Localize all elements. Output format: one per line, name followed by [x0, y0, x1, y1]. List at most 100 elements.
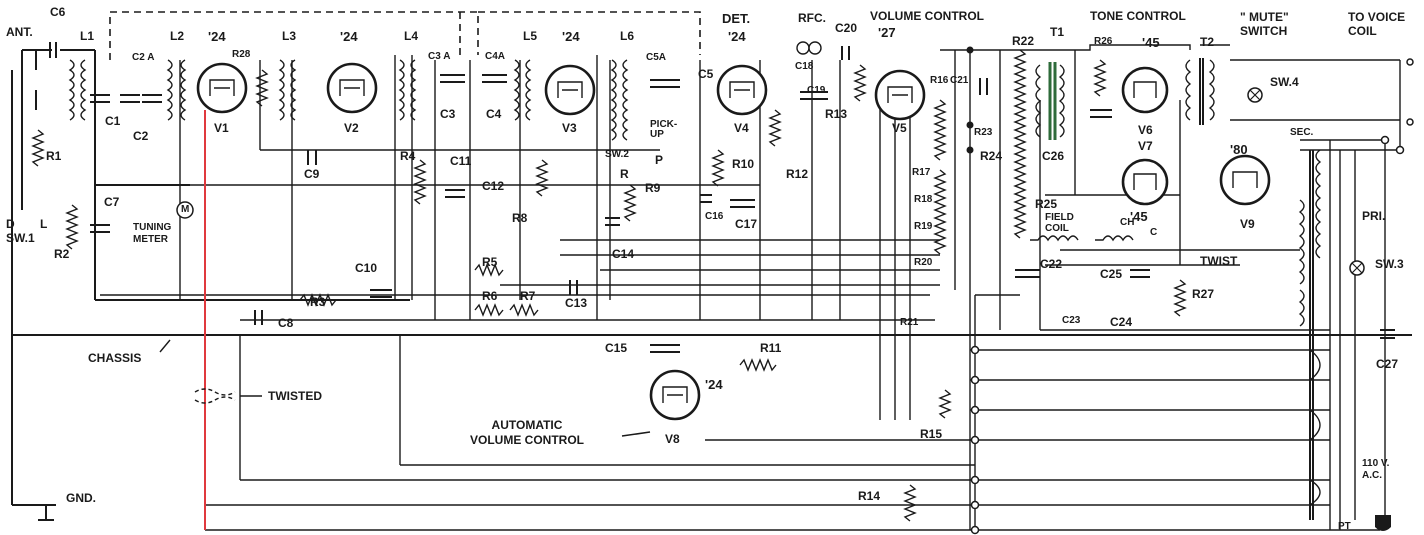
- label-r24: R24: [980, 149, 1003, 163]
- wiring: [11, 11, 1412, 531]
- label-to-voice-coil: TO VOICE COIL: [1348, 10, 1406, 39]
- label-r14: R14: [858, 489, 881, 503]
- label-r10: R10: [732, 157, 755, 171]
- label-c10: C10: [355, 261, 378, 275]
- label-tube-24-a: '24: [208, 29, 226, 44]
- label-v2: V2: [344, 121, 359, 135]
- label-c17: C17: [735, 217, 758, 231]
- label-l2: L2: [170, 29, 185, 43]
- label-sw3: SW.3: [1375, 257, 1404, 271]
- label-l6: L6: [620, 29, 635, 43]
- tube-v7: [1121, 158, 1169, 206]
- label-pickup: PICK- UP: [650, 119, 678, 140]
- label-field-coil: FIELD COIL: [1045, 212, 1074, 234]
- label-sec: SEC.: [1290, 127, 1314, 138]
- label-automatic-volume-control: AUTOMATIC VOLUME CONTROL: [470, 418, 584, 447]
- label-c19: C19: [807, 85, 826, 96]
- pilot-lamp-icon: [1247, 87, 1365, 276]
- label-v3: V3: [562, 121, 577, 135]
- label-r17: R17: [912, 167, 931, 178]
- label-ant: ANT.: [6, 25, 33, 39]
- label-det-24: '24: [728, 29, 746, 44]
- label-sw4: SW.4: [1270, 75, 1299, 89]
- label-tube-24-b: '24: [340, 29, 358, 44]
- label-r7: R7: [520, 289, 536, 303]
- label-twist: TWIST: [1200, 254, 1238, 268]
- transformer-cores: [1048, 58, 1314, 520]
- tubes: [196, 62, 1271, 421]
- coils: [68, 41, 1322, 327]
- label-r1: R1: [46, 149, 62, 163]
- label-c6: C6: [50, 5, 66, 19]
- label-r11: R11: [760, 341, 782, 355]
- label-c7: C7: [104, 195, 120, 209]
- label-r3: R3: [310, 295, 326, 309]
- label-c3a: C3 A: [428, 51, 451, 62]
- label-p: P: [655, 153, 664, 167]
- label-r15: R15: [920, 427, 943, 441]
- label-c27: C27: [1376, 357, 1399, 371]
- label-r2: R2: [54, 247, 70, 261]
- label-v4: V4: [734, 121, 749, 135]
- label-v9: V9: [1240, 217, 1255, 231]
- label-c26: C26: [1042, 149, 1065, 163]
- label-c4: C4: [486, 107, 502, 121]
- label-c12: C12: [482, 179, 505, 193]
- label-v7: V7: [1138, 139, 1153, 153]
- label-r13: R13: [825, 107, 848, 121]
- label-c13: C13: [565, 296, 588, 310]
- label-r23: R23: [974, 127, 993, 138]
- label-r28: R28: [232, 49, 251, 60]
- label-r6: R6: [482, 289, 498, 303]
- label-l1: L1: [80, 29, 95, 43]
- label-pt: PT: [1338, 521, 1351, 532]
- label-v5: V5: [892, 121, 907, 135]
- label-tube-45-b: '45: [1130, 209, 1148, 224]
- label-c9: C9: [304, 167, 320, 181]
- avc-arrow: [621, 431, 651, 437]
- label-c15: C15: [605, 341, 628, 355]
- label-l: L: [40, 217, 48, 231]
- label-110v-ac: 110 V. A.C.: [1362, 458, 1390, 481]
- twisted-pair-symbol: [194, 388, 236, 404]
- label-c20: C20: [835, 21, 858, 35]
- label-sw1: SW.1: [6, 231, 35, 245]
- label-r16: R16: [930, 75, 949, 86]
- label-l5: L5: [523, 29, 538, 43]
- label-l4: L4: [404, 29, 419, 43]
- label-tube-45: '45: [1142, 35, 1160, 50]
- label-r9: R9: [645, 181, 661, 195]
- label-tube-27: '27: [878, 25, 896, 40]
- label-r: R: [620, 167, 629, 181]
- label-tone-control: TONE CONTROL: [1090, 9, 1186, 23]
- label-r18: R18: [914, 194, 933, 205]
- label-c25: C25: [1100, 267, 1123, 281]
- label-sw2: SW.2: [605, 149, 629, 160]
- label-pri: PRI.: [1362, 209, 1386, 223]
- label-c2a: C2 A: [132, 52, 155, 63]
- label-tuning-meter: TUNING METER: [133, 222, 172, 245]
- capacitors: [49, 42, 1395, 353]
- label-rfc: RFC.: [798, 11, 826, 25]
- label-c8: C8: [278, 316, 294, 330]
- label-gnd: GND.: [66, 491, 96, 505]
- label-c22: C22: [1040, 257, 1063, 271]
- label-c1: C1: [105, 114, 121, 128]
- label-c11: C11: [450, 154, 472, 168]
- label-c2: C2: [133, 129, 149, 143]
- label-t1: T1: [1050, 25, 1065, 39]
- label-ch: CH: [1120, 217, 1135, 228]
- label-c16: C16: [705, 211, 724, 222]
- label-r25: R25: [1035, 197, 1058, 211]
- label-l3: L3: [282, 29, 297, 43]
- label-r4: R4: [400, 149, 416, 163]
- label-meter-m: M: [181, 204, 190, 215]
- label-c14: C14: [612, 247, 635, 261]
- label-c4a: C4A: [485, 51, 506, 62]
- label-twisted: TWISTED: [268, 389, 322, 403]
- label-v1: V1: [214, 121, 229, 135]
- label-tube-24-c: '24: [562, 29, 580, 44]
- label-c3: C3: [440, 107, 456, 121]
- tuning-meter-symbol: [176, 201, 194, 219]
